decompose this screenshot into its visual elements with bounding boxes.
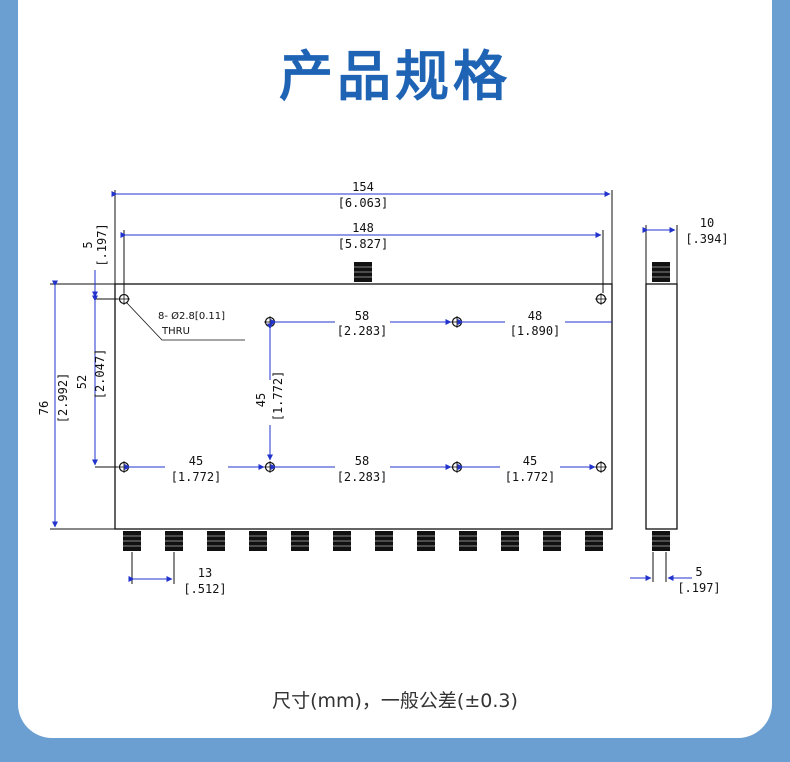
dim-bottomright-mm: 45 xyxy=(523,454,537,468)
side-bottom-connector xyxy=(651,530,671,552)
dim-bottommid-mm: 58 xyxy=(355,454,369,468)
dim-pitch-in: [.512] xyxy=(183,582,226,596)
dim-overall-mm: 154 xyxy=(352,180,374,194)
dim-bottomright-in: [1.772] xyxy=(505,470,556,484)
dim-sidedepth-mm: 10 xyxy=(700,216,714,230)
dim-holevert-in: [2.047] xyxy=(93,349,107,400)
dim-innervert-in: [1.772] xyxy=(271,371,285,422)
dim-topright-mm: 48 xyxy=(528,309,542,323)
dim-bottommid-in: [2.283] xyxy=(337,470,388,484)
dim-innervert-mm: 45 xyxy=(254,393,268,407)
dim-sidedepth-in: [.394] xyxy=(685,232,728,246)
dim-bottomleft-in: [1.772] xyxy=(171,470,222,484)
page-title: 产品规格 xyxy=(279,45,511,108)
dim-holespan-in: [5.827] xyxy=(338,237,389,251)
side-view-body xyxy=(645,283,678,530)
input-connector xyxy=(353,261,373,283)
dim-topoffset-in: [.197] xyxy=(95,223,109,266)
dim-topoffset-mm: 5 xyxy=(81,241,95,248)
dim-sideconn-mm: 5 xyxy=(695,565,702,579)
tolerance-note: 尺寸(mm)，一般公差(±0.3) xyxy=(272,690,518,712)
dim-topmid-in: [2.283] xyxy=(337,324,388,338)
hole-note-thru: THRU xyxy=(161,326,190,337)
dim-topright-in: [1.890] xyxy=(510,324,561,338)
dim-height-in: [2.992] xyxy=(56,373,70,424)
dim-pitch-mm: 13 xyxy=(198,566,212,580)
dim-overall-in: [6.063] xyxy=(338,196,389,210)
hole-note: 8- Ø2.8[0.11] xyxy=(158,310,225,322)
dim-holespan-mm: 148 xyxy=(352,221,374,235)
device-body xyxy=(114,283,613,530)
dim-bottomleft-mm: 45 xyxy=(189,454,203,468)
dim-height-mm: 76 xyxy=(37,401,51,415)
dim-holevert-mm: 52 xyxy=(75,375,89,389)
dim-topmid-mm: 58 xyxy=(355,309,369,323)
output-connectors xyxy=(122,530,604,552)
side-top-connector xyxy=(651,261,671,283)
dim-sideconn-in: [.197] xyxy=(677,581,720,595)
